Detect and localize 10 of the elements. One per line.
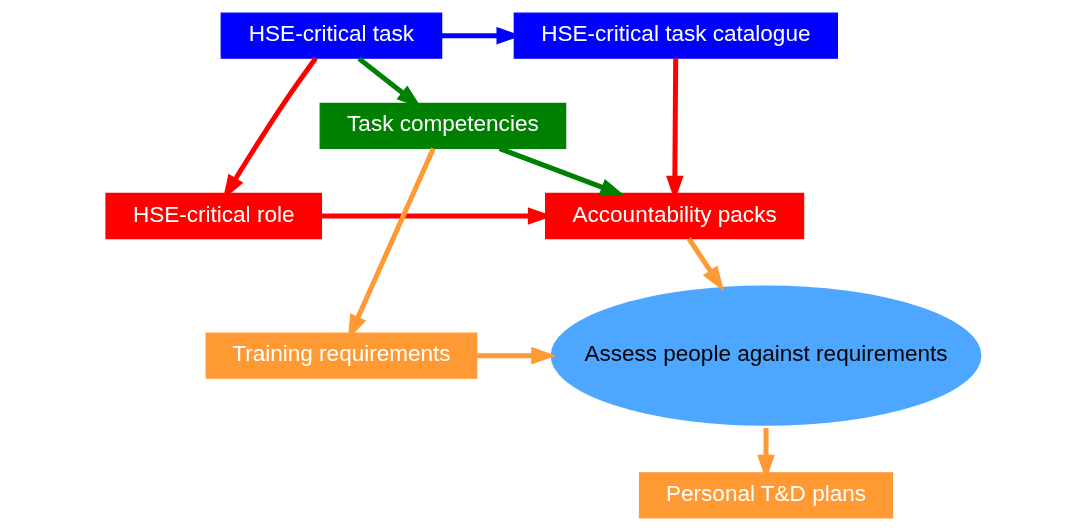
arrow [686,237,724,292]
node-box: HSE-critical task [220,12,442,59]
node-box: Task competencies [319,102,566,150]
node-box: Accountability packs [544,192,804,240]
arrow [498,146,625,197]
node-box: Personal T&D plans [638,472,893,519]
arrow [476,346,556,365]
node-box: HSE-critical task catalogue [513,12,838,59]
node-box: HSE-critical role [104,192,322,240]
node-box: Training requirements [205,332,477,379]
